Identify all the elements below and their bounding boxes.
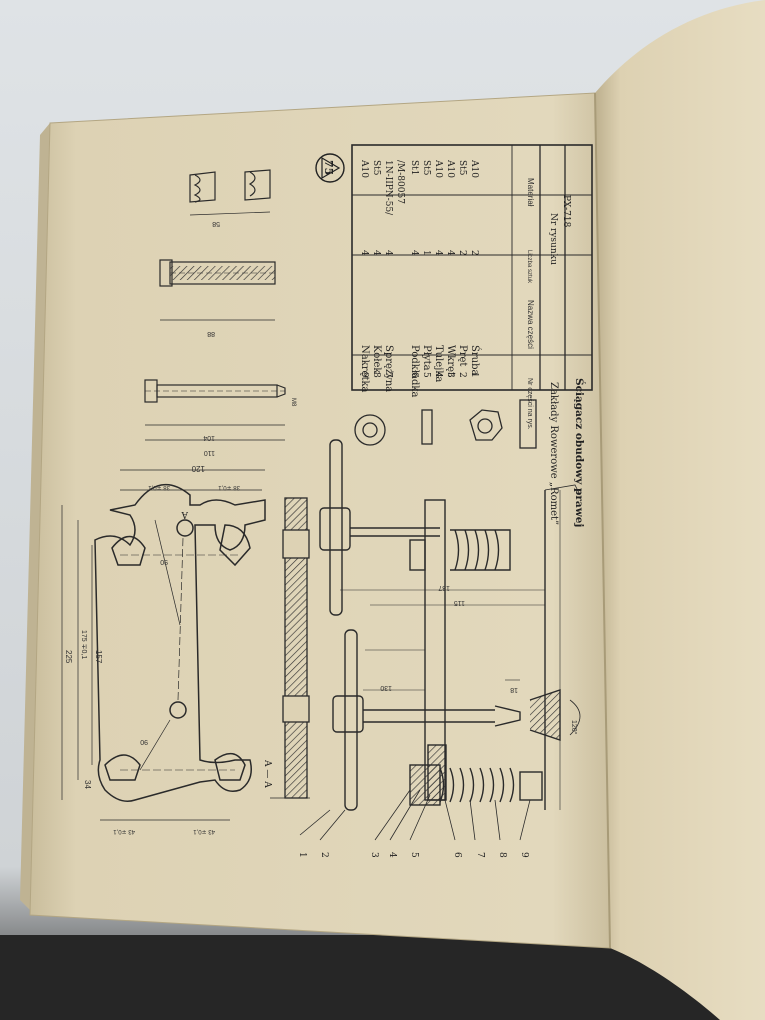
dim-38-right: 38 ∓0,1 bbox=[218, 484, 240, 490]
dim-90-top: 90 bbox=[160, 558, 168, 565]
callout-number: 5 bbox=[409, 852, 419, 858]
bom-material: A10 bbox=[359, 159, 369, 178]
bom-header-qty: Liczba sztuk bbox=[526, 250, 532, 284]
bom-part-no: 4 bbox=[433, 372, 443, 378]
dim-18: 18 bbox=[510, 686, 518, 693]
bom-material: St5 bbox=[421, 160, 431, 176]
drawing-no: PX-718 bbox=[561, 195, 571, 228]
bom-part-name: Pręt bbox=[457, 345, 468, 366]
dim-120-deg: 120° bbox=[570, 720, 578, 735]
bom-part-no: 2 bbox=[457, 372, 467, 378]
callout-number: 1 bbox=[297, 852, 307, 858]
callout-numbers: 1 2 3 4 5 6 7 8 9 bbox=[297, 852, 529, 858]
drawing-no-label: Nr rysunku bbox=[548, 213, 558, 265]
callout-number: 8 bbox=[497, 852, 507, 858]
bom-qty: 2 bbox=[469, 250, 479, 256]
bom-part-name: Tulejka bbox=[433, 345, 444, 382]
bom-qty: 4 bbox=[445, 250, 455, 256]
bom-material: 1N-IIPN-55/ bbox=[383, 160, 393, 216]
bom-material: St5 bbox=[457, 160, 467, 176]
dim-157: 157 bbox=[94, 650, 103, 664]
bom-material: St5 bbox=[371, 160, 381, 176]
sheet-number: 75 bbox=[322, 160, 335, 175]
page-stack-edge bbox=[20, 123, 50, 910]
bom-qty: 2 bbox=[457, 250, 467, 256]
bom-header-material: Materiał bbox=[526, 178, 535, 207]
dim-38-left: 38 ∓0,1 bbox=[148, 484, 170, 490]
bom-part-name: Nakrętka bbox=[359, 345, 370, 393]
bom-qty: 4 bbox=[359, 250, 369, 256]
bom-part-no: 1 bbox=[469, 372, 479, 378]
dim-m8: M8 bbox=[290, 398, 296, 407]
sleeve-detail: 88 bbox=[159, 259, 276, 337]
bom-part-name: Sprężyna bbox=[383, 345, 394, 392]
bom-part-name: Wkręt bbox=[445, 345, 456, 376]
sheet-title: Ściągacz obudowy prawej bbox=[573, 378, 587, 527]
dim-137: 137 bbox=[438, 584, 450, 591]
bom-qty: 4 bbox=[383, 250, 393, 256]
dim-43-right: 43 ∓0,1 bbox=[193, 828, 215, 834]
dim-43-left: 43 ∓0,1 bbox=[113, 828, 135, 834]
bom-qty: 4 bbox=[409, 250, 419, 256]
callout-leaders bbox=[299, 789, 531, 841]
bom-material: St1 bbox=[409, 160, 419, 176]
bom-part-no: 5 bbox=[421, 372, 431, 378]
callout-number: 7 bbox=[475, 852, 485, 858]
dim-34: 34 bbox=[83, 780, 92, 789]
bom-material: A10 bbox=[445, 159, 455, 178]
bom-qty: 4 bbox=[371, 250, 381, 256]
bom-part-no: 3 bbox=[445, 372, 455, 378]
bom-material: A10 bbox=[433, 159, 443, 178]
bom-material: A10 bbox=[469, 159, 479, 178]
washer-nut-details bbox=[354, 399, 537, 449]
bom-frame bbox=[351, 144, 593, 391]
bom-part-no: 6 bbox=[409, 372, 419, 378]
callout-number: 6 bbox=[452, 852, 462, 858]
page-gutter bbox=[594, 92, 611, 949]
dim-225: 225 bbox=[64, 650, 73, 664]
section-aa-label: A — A bbox=[262, 759, 272, 788]
callout-number: 4 bbox=[387, 852, 397, 858]
plate-view: 225 175 ∓0,1 157 34 120 38 ∓0,1 38 ∓0,1 … bbox=[61, 464, 266, 834]
dim-58: 58 bbox=[212, 220, 220, 227]
bom-part-name: Kołek bbox=[371, 345, 382, 374]
dim-175: 175 ∓0,1 bbox=[80, 630, 87, 659]
right-page bbox=[595, 0, 765, 1020]
bom-material: /M-80057 bbox=[395, 160, 405, 204]
bom-qty: 1 bbox=[421, 250, 431, 256]
dim-104: 104 bbox=[203, 434, 215, 441]
dim-110: 110 bbox=[204, 449, 215, 456]
technical-drawing: 9Nakrętka4A108Kołek4St57Sprężyna41N-IIPN… bbox=[61, 144, 593, 858]
bom-qty: 4 bbox=[433, 250, 443, 256]
bom-part-name: Podkładka bbox=[409, 345, 420, 397]
dim-115: 115 bbox=[454, 599, 465, 606]
sheet-number-badge: 75 bbox=[315, 153, 345, 183]
callout-number: 3 bbox=[369, 852, 379, 858]
bom-part-no: 9 bbox=[359, 372, 369, 378]
company-name: Zakłady Rowerowe „Romet” bbox=[548, 382, 559, 525]
bom-part-no: 7 bbox=[383, 372, 393, 378]
bom-part-name: Płyta bbox=[421, 345, 432, 371]
bom-header-part-no: Nr części na rys. bbox=[526, 378, 533, 430]
bom-part-no: 8 bbox=[371, 372, 381, 378]
section-aa: A — A bbox=[262, 497, 310, 799]
dim-88: 88 bbox=[207, 330, 215, 337]
dim-90-bottom: 90 bbox=[140, 738, 148, 745]
callout-number: 2 bbox=[319, 852, 329, 858]
dim-120: 120 bbox=[191, 464, 205, 473]
callout-number: 9 bbox=[519, 852, 529, 858]
assembly-view: 137 115 130 18 120° bbox=[319, 439, 581, 811]
section-mark-a: A bbox=[181, 509, 189, 519]
bom-header-name: Nazwa części bbox=[526, 300, 535, 349]
bom-part-name: Śruba bbox=[469, 345, 481, 375]
spring-detail: 58 bbox=[189, 169, 271, 227]
dim-130: 130 bbox=[380, 684, 392, 691]
bolt-detail: 104 110 M8 bbox=[144, 379, 296, 456]
